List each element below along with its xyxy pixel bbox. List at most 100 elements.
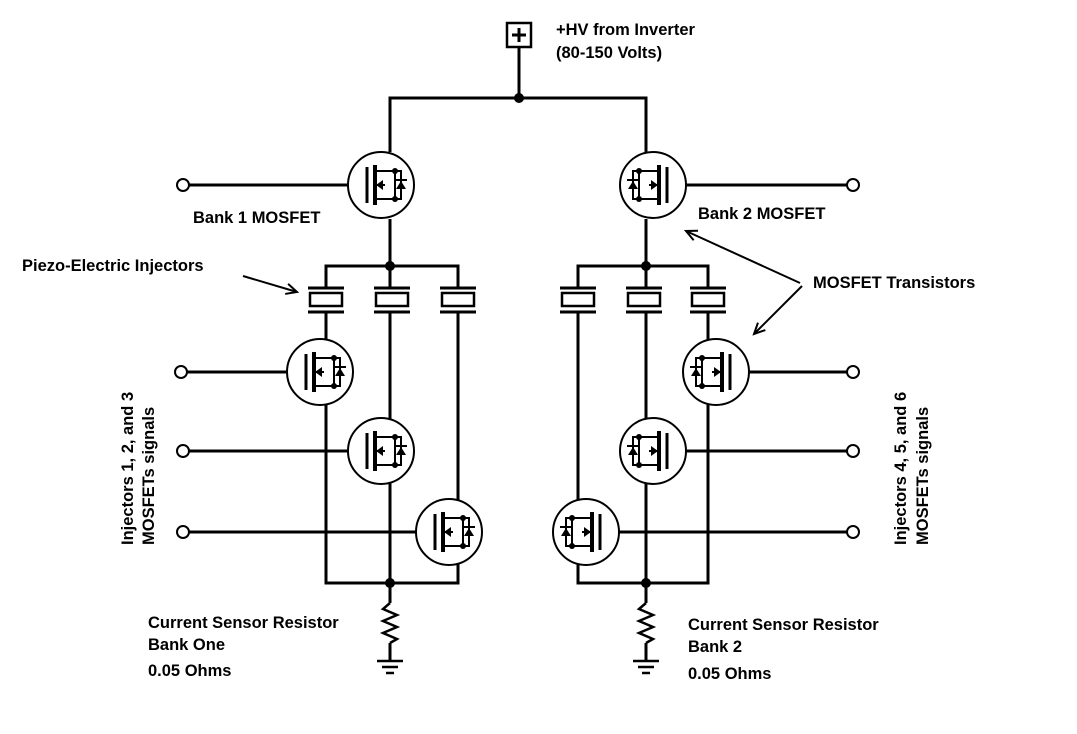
mosfet-node xyxy=(460,515,466,521)
diode-icon xyxy=(691,368,701,376)
mosfet-node xyxy=(331,383,337,389)
bank2-mosfet xyxy=(619,151,687,219)
mosfet-arrow xyxy=(714,367,721,377)
bank1-mosfet xyxy=(347,151,415,219)
mosfet-node xyxy=(569,515,575,521)
diode-icon xyxy=(335,368,345,376)
mosfet-node xyxy=(569,543,575,549)
mosfet-rail xyxy=(638,436,659,466)
arrow-shaft xyxy=(685,230,801,284)
inj6-terminal xyxy=(846,525,860,539)
mosfet-rail xyxy=(571,517,592,547)
bank2-sensor-bank-label: Bank 2 xyxy=(688,638,742,656)
mosfet-node xyxy=(392,168,398,174)
diode-icon xyxy=(396,181,406,189)
inj2-terminal xyxy=(176,444,190,458)
mosfet-transistors-label: MOSFET Transistors xyxy=(813,274,975,292)
mosfet-node xyxy=(636,462,642,468)
piezo-injector-3 xyxy=(440,286,476,314)
bank2-signals-label: Injectors 4, 5, and 6 xyxy=(892,392,910,545)
plus-sign-icon xyxy=(512,28,526,42)
piezo-crystal xyxy=(440,291,476,308)
bank1-signals-label: Injectors 1, 2, and 3 xyxy=(119,392,137,545)
supply-label: +HV from Inverter xyxy=(556,21,695,39)
bank2-sensor-value: 0.05 Ohms xyxy=(688,665,771,683)
arrow-shaft xyxy=(242,275,298,293)
mosfet-node xyxy=(331,355,337,361)
injector3-mosfet xyxy=(415,498,483,566)
piezo-crystal xyxy=(626,291,662,308)
mosfet-rail xyxy=(443,517,464,547)
bank2-ground-icon xyxy=(633,659,659,675)
mosfet-rail xyxy=(375,170,396,200)
diode-icon xyxy=(561,528,571,536)
injector2-mosfet xyxy=(347,417,415,485)
mosfet-rail xyxy=(314,357,335,387)
piezo-injector-4 xyxy=(560,286,596,314)
mosfet-arrow xyxy=(315,367,322,377)
diode-icon xyxy=(628,181,638,189)
bank2-signals-label-2: MOSFETs signals xyxy=(914,407,932,545)
wiring xyxy=(183,47,853,660)
inj4-terminal xyxy=(846,365,860,379)
mosfet-node xyxy=(699,383,705,389)
junction-dot xyxy=(385,261,395,271)
bank2-gate-terminal xyxy=(846,178,860,192)
piezo-injectors-label: Piezo-Electric Injectors xyxy=(22,257,204,275)
resistor-zigzag-icon xyxy=(635,602,657,645)
piezo-crystal xyxy=(374,291,410,308)
mosfet-node xyxy=(392,196,398,202)
junction-dot xyxy=(641,578,651,588)
injector1-mosfet xyxy=(286,338,354,406)
piezo-crystal xyxy=(308,291,344,308)
mosfet-arrow xyxy=(376,180,383,190)
mosfet-arrow xyxy=(651,180,658,190)
junction-dot xyxy=(514,93,524,103)
mosfet-arrow xyxy=(444,527,451,537)
mosfet-rail xyxy=(701,357,722,387)
mosfet-node xyxy=(636,434,642,440)
mosfet-node xyxy=(636,168,642,174)
mosfet-node xyxy=(392,462,398,468)
injector6-mosfet xyxy=(552,498,620,566)
piezo-crystal xyxy=(690,291,726,308)
diode-icon xyxy=(628,447,638,455)
bank2-sense-resistor xyxy=(635,602,657,645)
mosfet-arrow xyxy=(651,446,658,456)
bank1-mosfet-label: Bank 1 MOSFET xyxy=(193,209,320,227)
mosfet-node xyxy=(460,543,466,549)
mosfet-node xyxy=(392,434,398,440)
bank2-sensor-label: Current Sensor Resistor xyxy=(688,616,879,634)
transistor-callout-arrow-2 xyxy=(752,285,803,336)
components xyxy=(174,21,860,675)
arrow-head-icon xyxy=(752,322,766,336)
bank2-mosfet-label: Bank 2 MOSFET xyxy=(698,205,825,223)
piezo-crystal xyxy=(560,291,596,308)
mosfet-node xyxy=(636,196,642,202)
inj5-terminal xyxy=(846,444,860,458)
bank1-signals-label-2: MOSFETs signals xyxy=(140,407,158,545)
bank1-gate-terminal xyxy=(176,178,190,192)
arrow-head-icon xyxy=(284,283,300,295)
piezo-injector-5 xyxy=(626,286,662,314)
injector4-mosfet xyxy=(682,338,750,406)
junction-dot xyxy=(641,261,651,271)
diode-icon xyxy=(396,447,406,455)
mosfet-arrow xyxy=(584,527,591,537)
inj1-terminal xyxy=(174,365,188,379)
piezo-injector-1 xyxy=(308,286,344,314)
piezo-injector-2 xyxy=(374,286,410,314)
diode-icon xyxy=(464,528,474,536)
piezo-injector-6 xyxy=(690,286,726,314)
arrow-shaft xyxy=(753,285,803,335)
mosfet-rail xyxy=(375,436,396,466)
bank1-sense-resistor xyxy=(379,602,401,645)
injector5-mosfet xyxy=(619,417,687,485)
mosfet-rail xyxy=(638,170,659,200)
bank1-sensor-bank-label: Bank One xyxy=(148,636,225,654)
bank1-sensor-label: Current Sensor Resistor xyxy=(148,614,339,632)
bank1-ground-icon xyxy=(377,659,403,675)
junction-dot xyxy=(385,578,395,588)
transistor-callout-arrow-1 xyxy=(683,229,801,284)
